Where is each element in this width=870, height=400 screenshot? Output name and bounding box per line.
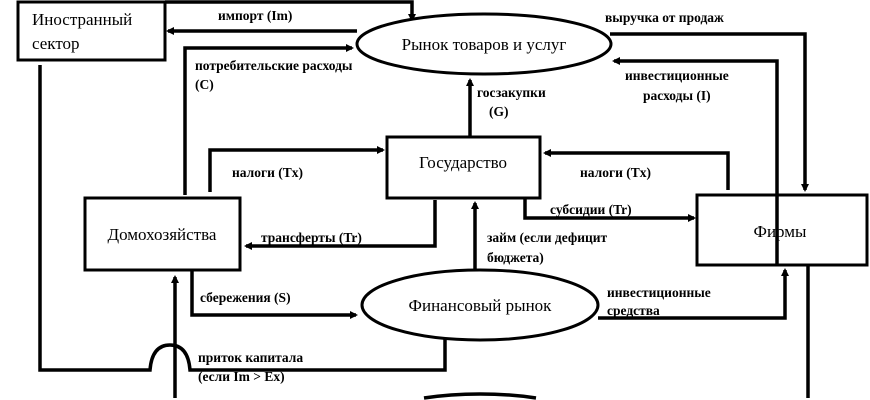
government-label: Государство [419,153,507,172]
consumption-label-1: потребительские расходы [195,58,353,73]
revenue-arrow [610,32,809,192]
invest-funds-arrow [598,268,789,320]
foreign-sector-label-2: сектор [32,34,80,53]
consumption-arrow [183,44,354,195]
financial-market-ellipse [360,268,600,342]
capital-inflow-label-1: приток капитала [198,350,303,365]
transfers-arrow [244,200,437,250]
households-box [83,196,242,272]
import-label: импорт (Im) [218,8,292,23]
transfers-label: трансферты (Tr) [261,230,362,245]
taxes-households-label: налоги (Tx) [232,165,303,180]
consumption-label-2: (C) [195,77,214,92]
investment-label-1: инвестиционные [625,68,729,83]
savings-label: сбережения (S) [200,290,291,305]
foreign-sector-label-1: Иностранный [32,10,132,29]
invest-funds-label-2: средства [607,303,660,318]
goods-market-ellipse [355,12,613,76]
subsidies-arrow [523,198,696,222]
capital-inflow-label-2: (если Im > Ex) [198,369,285,384]
invest-funds-label-1: инвестиционные [607,285,711,300]
savings-arrow [190,270,358,319]
gov-purchases-label-2: (G) [489,104,509,119]
gov-purchases-label-1: госзакупки [477,85,546,100]
taxes-firms-label: налоги (Tx) [580,165,651,180]
loan-label-2: бюджета) [487,250,544,265]
government-box [385,135,542,200]
financial-market-label: Финансовый рынок [409,296,553,315]
revenue-label: выручка от продаж [605,10,724,25]
foreign-sector-box [16,0,167,62]
goods-market-label: Рынок товаров и услуг [402,35,567,54]
loan-label-1: займ (если дефицит [487,230,608,245]
capital-inflow-arrow [38,65,449,372]
taxes-firms-arrow [543,149,730,190]
investment-label-2: расходы (I) [643,88,711,103]
households-label: Домохозяйства [108,225,217,244]
firms-label: Фирмы [754,222,808,241]
import-arrow-down [165,0,416,22]
taxes-households-arrow [208,146,385,192]
bottom-ellipse-partial [423,392,537,400]
subsidies-label: субсидии (Tr) [550,202,632,217]
firms-box [695,193,869,267]
